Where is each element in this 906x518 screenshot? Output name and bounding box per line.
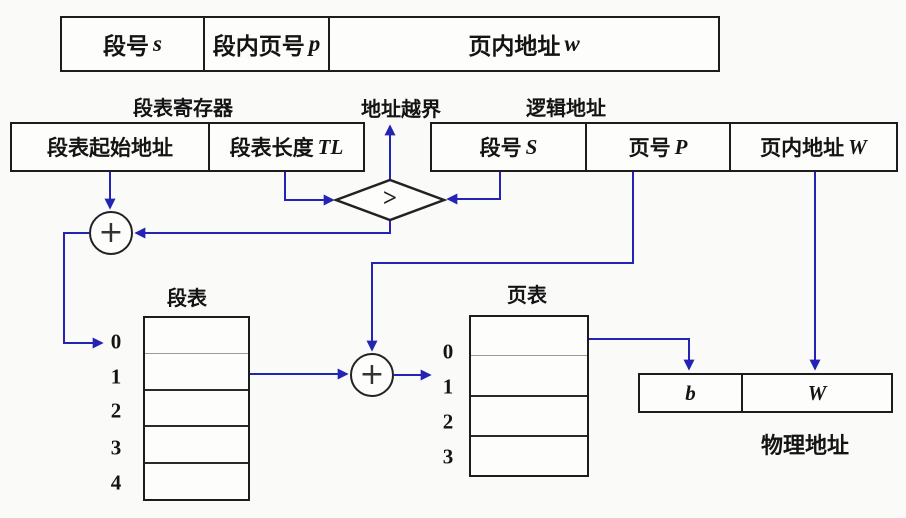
segment-number-label: 段号 (103, 34, 150, 59)
logical-page-label: 页号 (628, 136, 671, 160)
page-table-row (471, 397, 587, 437)
page-table (469, 315, 589, 477)
wire-pagetable-to-block (589, 338, 695, 371)
logical-segment-var: S (525, 134, 538, 159)
segment-row-index-2: 2 (110, 398, 122, 423)
address-overflow-label: 地址越界 (361, 99, 441, 121)
logical-offset-label: 页内地址 (760, 136, 845, 160)
page-row-index-1: 1 (442, 374, 454, 399)
segment-table-row (145, 464, 248, 499)
segment-row-index-4: 4 (110, 470, 122, 495)
segment-table-row (145, 318, 248, 354)
page-row-index-2: 2 (442, 409, 454, 434)
physical-block-cell: b (640, 375, 741, 411)
physical-offset-var: W (807, 380, 827, 405)
physical-offset-cell: W (741, 375, 891, 411)
segment-row-index-0: 0 (110, 329, 122, 354)
segment-table-length-label: 段表长度 (229, 136, 314, 160)
adder-2: + (350, 353, 394, 397)
logical-segment-label: 段号 (479, 136, 522, 160)
adder-1: + (89, 211, 133, 255)
physical-address-title: 物理地址 (760, 433, 850, 458)
segment-table-row (145, 427, 248, 465)
page-table-row (471, 437, 587, 475)
offset-var: w (564, 31, 580, 56)
segment-table-length-var: TL (317, 134, 344, 159)
comparator-symbol: > (382, 184, 398, 212)
page-table-row (471, 356, 587, 397)
segment-table-row (145, 391, 248, 428)
segment-table-base-cell: 段表起始地址 (12, 124, 208, 170)
logical-offset-var: W (848, 134, 867, 159)
page-row-index-0: 0 (442, 339, 454, 364)
page-in-segment-var: p (308, 31, 321, 56)
page-in-segment-label: 段内页号 (212, 34, 305, 59)
logical-address-title: 逻辑地址 (526, 98, 606, 120)
segment-row-index-1: 1 (110, 364, 122, 389)
wire-segno-to-comparator (446, 172, 501, 205)
page-row-index-3: 3 (442, 444, 454, 469)
wire-comparator-to-adder1 (134, 220, 391, 239)
physical-address-box: b W (638, 373, 893, 413)
segment-register-title: 段表寄存器 (133, 98, 233, 120)
physical-block-var: b (685, 380, 696, 405)
page-table-row (471, 317, 587, 357)
segment-table-row (145, 354, 248, 391)
segment-table-title: 段表 (167, 288, 207, 310)
wire-seglen-to-comparator (284, 172, 335, 206)
segment-table-base-label: 段表起始地址 (47, 136, 173, 160)
segment-number-var: s (153, 31, 162, 56)
page-table-title: 页表 (507, 285, 547, 307)
offset-label: 页内地址 (468, 34, 561, 59)
logical-page-var: P (674, 134, 688, 159)
segment-row-index-3: 3 (110, 435, 122, 460)
segment-table (143, 316, 250, 501)
